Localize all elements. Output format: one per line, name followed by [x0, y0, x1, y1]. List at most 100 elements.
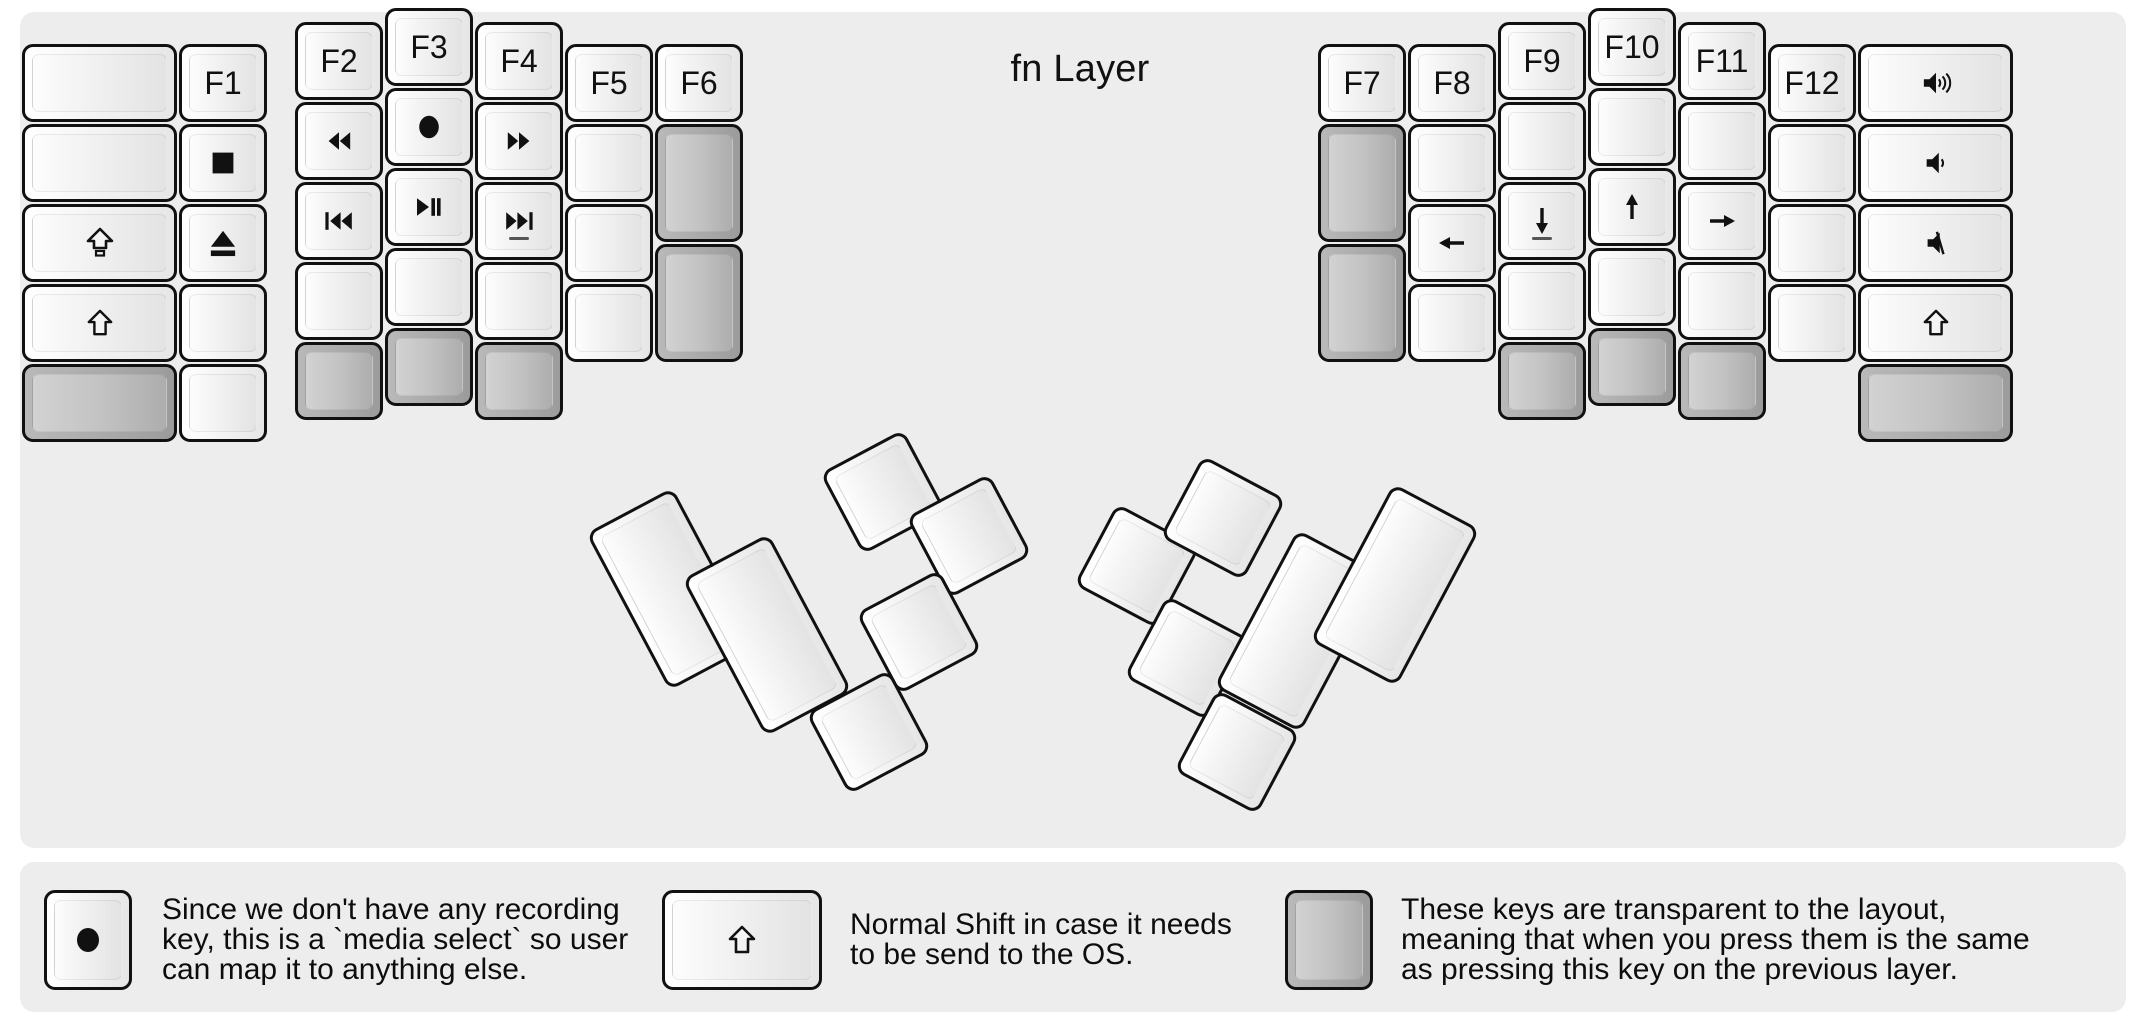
key-face — [32, 54, 167, 112]
left-ring-column-key-4[interactable] — [295, 342, 383, 420]
left-ring-column-key-2[interactable] — [295, 182, 383, 260]
legend-item-record: Since we don't have any recording key, t… — [44, 890, 628, 990]
right-index-column-key-1[interactable] — [1498, 102, 1586, 180]
left-inner-column-key-0[interactable]: F6 — [655, 44, 743, 122]
right-pinky-column-key-3[interactable] — [1768, 284, 1856, 362]
right-outer-column-key-2[interactable] — [1858, 204, 2013, 282]
right-pinky-column-key-0[interactable]: F12 — [1768, 44, 1856, 122]
left-outer-column-key-0[interactable] — [22, 44, 177, 122]
left-inner-index-column-key-2[interactable] — [565, 204, 653, 282]
right-ring-column-key-0[interactable]: F11 — [1678, 22, 1766, 100]
right-middle-column-key-2[interactable] — [1588, 168, 1676, 246]
left-middle-column-key-0[interactable]: F3 — [385, 8, 473, 86]
right-outer-column-key-3[interactable] — [1858, 284, 2013, 362]
key-face — [305, 272, 373, 330]
right-inner-index-column-key-3[interactable] — [1408, 284, 1496, 362]
left-inner-index-column-key-3[interactable] — [565, 284, 653, 362]
right-pinky-column-key-1[interactable] — [1768, 124, 1856, 202]
key-face: F9 — [1508, 32, 1576, 90]
key-glyph — [1919, 69, 1953, 97]
right-index-column-key-2[interactable] — [1498, 182, 1586, 260]
key-face — [1868, 54, 2003, 112]
left-pinky-column-key-3[interactable] — [179, 284, 267, 362]
left-middle-column-key-2[interactable] — [385, 168, 473, 246]
volume-down-icon — [1926, 152, 1944, 174]
left-index-column-key-2[interactable] — [475, 182, 563, 260]
left-inner-index-column-key-0[interactable]: F5 — [565, 44, 653, 122]
caps-lock-icon — [86, 227, 113, 257]
right-index-column-key-4[interactable] — [1498, 342, 1586, 420]
left-inner-column-key-2[interactable] — [655, 244, 743, 362]
left-index-column-key-3[interactable] — [475, 262, 563, 340]
left-outer-column-key-1[interactable] — [22, 124, 177, 202]
key-glyph — [500, 209, 538, 233]
right-index-column-key-3[interactable] — [1498, 262, 1586, 340]
right-inner-index-column-key-2[interactable] — [1408, 204, 1496, 282]
left-inner-column-key-1[interactable] — [655, 124, 743, 242]
volume-up-icon — [1923, 72, 1951, 94]
left-outer-column-key-3[interactable] — [22, 284, 177, 362]
right-ring-column-key-1[interactable] — [1678, 102, 1766, 180]
left-index-column-key-1[interactable] — [475, 102, 563, 180]
right-index-column-key-0[interactable]: F9 — [1498, 22, 1586, 100]
volume-mute-icon — [1927, 231, 1945, 255]
left-ring-column-key-3[interactable] — [295, 262, 383, 340]
left-middle-column-key-1[interactable] — [385, 88, 473, 166]
shift-arrow-icon — [728, 925, 756, 954]
key-glyph — [501, 129, 537, 153]
key-glyph — [86, 308, 114, 338]
key-label: F3 — [410, 29, 448, 65]
key-face: F7 — [1328, 54, 1396, 112]
right-middle-column-key-3[interactable] — [1588, 248, 1676, 326]
key-face — [305, 192, 373, 250]
key-face: F8 — [1418, 54, 1486, 112]
key-glyph — [1617, 191, 1647, 223]
key-face: F3 — [395, 18, 463, 76]
left-index-column-key-0[interactable]: F4 — [475, 22, 563, 100]
left-pinky-column-key-1[interactable] — [179, 124, 267, 202]
key-face — [1868, 214, 2003, 272]
key-glyph — [1706, 206, 1738, 236]
legend-text-transparent: These keys are transparent to the layout… — [1401, 893, 2030, 986]
key-face: F1 — [189, 54, 257, 112]
key-face: F10 — [1598, 18, 1666, 76]
right-ring-column-key-4[interactable] — [1678, 342, 1766, 420]
key-label: F9 — [1523, 43, 1561, 79]
key-face — [485, 192, 553, 250]
key-label: F4 — [500, 43, 538, 79]
right-inner-index-column-key-1[interactable] — [1408, 124, 1496, 202]
right-pinky-column-key-2[interactable] — [1768, 204, 1856, 282]
key-face — [1868, 374, 2003, 432]
right-ring-column-key-3[interactable] — [1678, 262, 1766, 340]
right-outer-column-key-1[interactable] — [1858, 124, 2013, 202]
left-outer-column-key-2[interactable] — [22, 204, 177, 282]
right-inner-column-key-2[interactable] — [1318, 244, 1406, 362]
left-outer-column-key-4[interactable] — [22, 364, 177, 442]
right-middle-column-key-4[interactable] — [1588, 328, 1676, 406]
left-pinky-column-key-4[interactable] — [179, 364, 267, 442]
left-index-column-key-4[interactable] — [475, 342, 563, 420]
page-title: fn Layer — [1010, 48, 1150, 90]
left-ring-column-key-0[interactable]: F2 — [295, 22, 383, 100]
right-middle-column-key-0[interactable]: F10 — [1588, 8, 1676, 86]
right-outer-column-key-0[interactable] — [1858, 44, 2013, 122]
key-face — [1598, 98, 1666, 156]
left-ring-column-key-1[interactable] — [295, 102, 383, 180]
arrow-left-icon — [1439, 237, 1464, 249]
right-middle-column-key-1[interactable] — [1588, 88, 1676, 166]
left-middle-column-key-3[interactable] — [385, 248, 473, 326]
left-inner-index-column-key-1[interactable] — [565, 124, 653, 202]
left-middle-column-key-4[interactable] — [385, 328, 473, 406]
right-inner-index-column-key-0[interactable]: F8 — [1408, 44, 1496, 122]
right-inner-column-key-1[interactable] — [1318, 124, 1406, 242]
right-outer-column-key-4[interactable] — [1858, 364, 2013, 442]
key-face — [1778, 214, 1846, 272]
left-pinky-column-key-2[interactable] — [179, 204, 267, 282]
key-label: F1 — [204, 65, 242, 101]
media-prev-icon — [325, 212, 352, 230]
right-inner-column-key-0[interactable]: F7 — [1318, 44, 1406, 122]
right-ring-column-key-2[interactable] — [1678, 182, 1766, 260]
left-pinky-column-key-0[interactable]: F1 — [179, 44, 267, 122]
key-glyph — [321, 129, 357, 153]
key-face — [575, 214, 643, 272]
